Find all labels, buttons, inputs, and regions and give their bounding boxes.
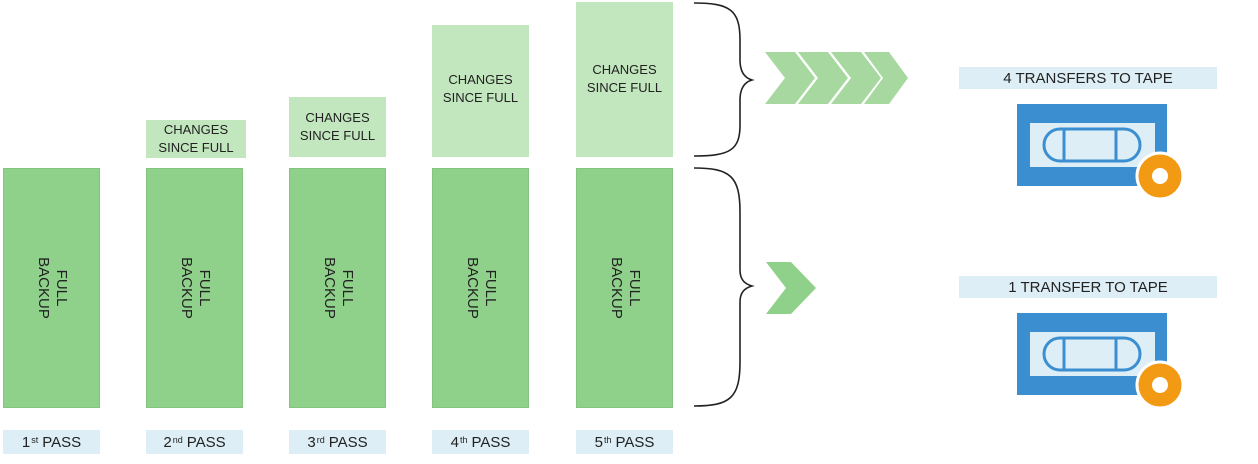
pass-word: PASS [471, 433, 511, 451]
full-backup-line2: BACKUP [607, 257, 625, 319]
transfer-label-top: 4 TRANSFERS TO TAPE [959, 67, 1217, 89]
pass-number: 2 [163, 433, 172, 451]
full-backup-line2: BACKUP [34, 257, 52, 319]
pass-suffix: rd [316, 435, 325, 445]
pass-number: 4 [450, 433, 459, 451]
pass-word: PASS [328, 433, 368, 451]
changes-block-2: CHANGES SINCE FULL [146, 120, 246, 158]
chevron-arrow-icon [864, 52, 908, 104]
tape-cartridge-icon [1017, 313, 1185, 410]
changes-line1: CHANGES [448, 72, 513, 87]
changes-block-4: CHANGES SINCE FULL [432, 25, 529, 157]
top-brace-path [693, 2, 755, 157]
tape-cartridge-icon [1017, 104, 1185, 201]
pass-suffix: th [459, 435, 468, 445]
changes-block-5: CHANGES SINCE FULL [576, 2, 673, 157]
pass-suffix: nd [172, 435, 183, 445]
full-backup-line2: BACKUP [320, 257, 338, 319]
full-backup-line2: BACKUP [177, 257, 195, 319]
changes-line1: CHANGES [163, 122, 229, 137]
changes-block-3: CHANGES SINCE FULL [289, 97, 386, 157]
chevron-arrow-icon [798, 52, 848, 104]
changes-line2: SINCE FULL [586, 80, 663, 95]
transfer-label-bottom: 1 TRANSFER TO TAPE [959, 276, 1217, 298]
full-backup-line1: FULL [481, 269, 499, 307]
chevron-arrow-icon-group [765, 52, 908, 104]
changes-line2: SINCE FULL [442, 90, 519, 105]
bottom-brace [693, 167, 755, 407]
transfer-text-bottom: 1 TRANSFER TO TAPE [1008, 278, 1168, 296]
chevron-arrow-icon [831, 52, 881, 104]
full-backup-line1: FULL [338, 269, 356, 307]
tape-reel-hole [1152, 377, 1168, 393]
tape-reel-outline [1042, 127, 1142, 163]
pass-number: 3 [307, 433, 316, 451]
chevron-arrow-icon [766, 262, 816, 314]
chevron-arrow-icon [765, 52, 815, 104]
top-brace [693, 2, 755, 157]
changes-line1: CHANGES [305, 110, 370, 125]
tape-reel-outline [1042, 336, 1142, 372]
full-backup-line1: FULL [52, 269, 70, 307]
pass-suffix: th [603, 435, 612, 445]
full-backup-line1: FULL [625, 269, 643, 307]
pass-number: 1 [21, 433, 31, 451]
transfer-text-top: 4 TRANSFERS TO TAPE [1003, 69, 1173, 87]
tape-reel-hole [1152, 168, 1168, 184]
full-backup-line2: BACKUP [463, 257, 481, 319]
changes-line2: SINCE FULL [299, 128, 376, 143]
pass-number: 5 [594, 433, 603, 451]
chevron-arrow-icon-single [766, 262, 816, 314]
changes-line2: SINCE FULL [158, 140, 234, 155]
changes-line1: CHANGES [592, 62, 657, 77]
pass-word: PASS [186, 433, 226, 451]
pass-suffix: st [31, 435, 39, 445]
pass-word: PASS [42, 433, 82, 451]
full-backup-line1: FULL [195, 269, 213, 307]
bottom-brace-path [693, 167, 755, 407]
pass-word: PASS [615, 433, 655, 451]
